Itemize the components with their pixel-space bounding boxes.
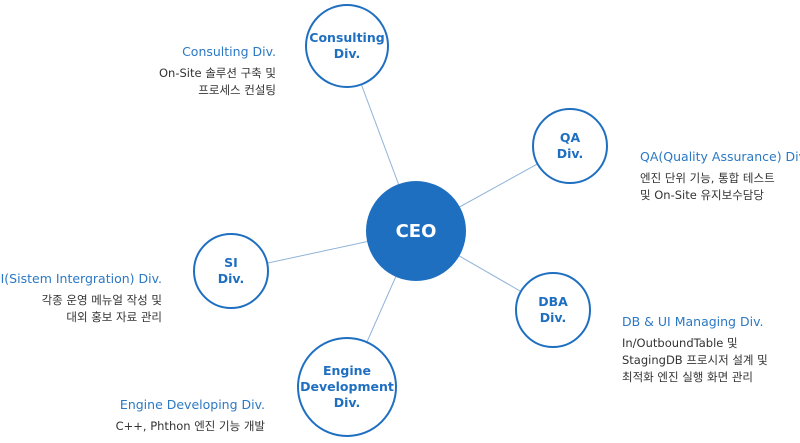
si-body: 각종 운영 메뉴얼 작성 및 대외 홍보 자료 관리 (41, 293, 162, 324)
consulting-desc: Consulting Div. On-Site 솔루션 구축 및 프로세스 컨설… (159, 43, 276, 99)
consulting-div-node: Consulting Div. (305, 4, 389, 88)
dba-desc: DB & UI Managing Div. In/OutboundTable 및… (622, 313, 768, 386)
ceo-node: CEO (366, 181, 466, 281)
engine-desc: Engine Developing Div. C++, Phthon 엔진 기능… (116, 396, 265, 435)
si-div-node: SI Div. (193, 233, 269, 309)
si-title: SI(Sistem Intergration) Div. (0, 271, 162, 286)
engine-div-node: Engine Development Div. (297, 337, 397, 437)
qa-desc: QA(Quality Assurance) Div. 엔진 단위 기능, 통합 … (640, 148, 800, 204)
dba-body: In/OutboundTable 및 StagingDB 프로시저 설계 및 최… (622, 336, 768, 384)
qa-title: QA(Quality Assurance) Div. (640, 149, 800, 164)
dba-div-node: DBA Div. (515, 272, 591, 348)
consulting-body: On-Site 솔루션 구축 및 프로세스 컨설팅 (158, 66, 276, 97)
engine-title: Engine Developing Div. (119, 397, 265, 412)
si-desc: SI(Sistem Intergration) Div. 각종 운영 메뉴얼 작… (0, 270, 162, 326)
dba-title: DB & UI Managing Div. (622, 314, 764, 329)
engine-body: C++, Phthon 엔진 기능 개발 (115, 419, 265, 433)
consulting-title: Consulting Div. (182, 44, 276, 59)
qa-div-node: QA Div. (532, 108, 608, 184)
qa-body: 엔진 단위 기능, 통합 테스트 및 On-Site 유지보수담당 (640, 171, 775, 202)
